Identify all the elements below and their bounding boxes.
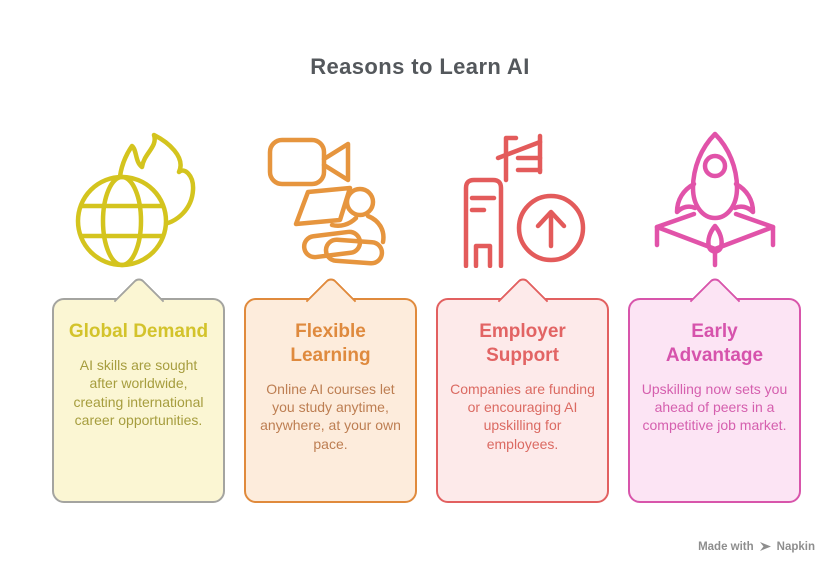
- card-heading: Global Demand: [68, 321, 209, 342]
- page-title: Reasons to Learn AI: [310, 54, 530, 79]
- card-global-demand: Global Demand AI skills are sought after…: [52, 275, 225, 503]
- card-pointer-notch: [497, 275, 548, 327]
- column-early-advantage: Early Advantage Upskilling now sets you …: [628, 128, 801, 503]
- globe-fire-icon: [74, 128, 204, 268]
- card-body-text: Companies are funding or encouraging AI …: [450, 380, 595, 452]
- card-pointer-notch: [689, 275, 740, 327]
- card-employer-support: Employer Support Companies are funding o…: [436, 275, 609, 503]
- card-early-advantage: Early Advantage Upskilling now sets you …: [628, 275, 801, 503]
- card-heading: Flexible Learning: [290, 321, 371, 366]
- card-pointer-notch: [305, 275, 356, 327]
- building-growth-icon: [458, 128, 588, 268]
- column-global-demand: Global Demand AI skills are sought after…: [52, 128, 225, 503]
- card-heading: Employer Support: [479, 321, 566, 366]
- card-flexible-learning: Flexible Learning Online AI courses let …: [244, 275, 417, 503]
- rocket-launch-icon: [650, 128, 780, 268]
- watermark: Made with Napkin: [698, 540, 815, 553]
- video-learning-icon: [266, 128, 396, 268]
- card-body-text: AI skills are sought after worldwide, cr…: [73, 356, 204, 429]
- card-pointer-notch: [113, 275, 164, 327]
- card-body-text: Online AI courses let you study anytime,…: [260, 380, 401, 452]
- card-body-text: Upskilling now sets you ahead of peers i…: [641, 380, 788, 434]
- column-flexible-learning: Flexible Learning Online AI courses let …: [244, 128, 417, 503]
- card-heading: Early Advantage: [665, 321, 764, 366]
- watermark-brand: Napkin: [776, 540, 815, 553]
- watermark-prefix: Made with: [698, 540, 754, 553]
- column-employer-support: Employer Support Companies are funding o…: [436, 128, 609, 503]
- columns-row: Global Demand AI skills are sought after…: [52, 128, 801, 503]
- napkin-pen-logo-icon: [759, 540, 772, 553]
